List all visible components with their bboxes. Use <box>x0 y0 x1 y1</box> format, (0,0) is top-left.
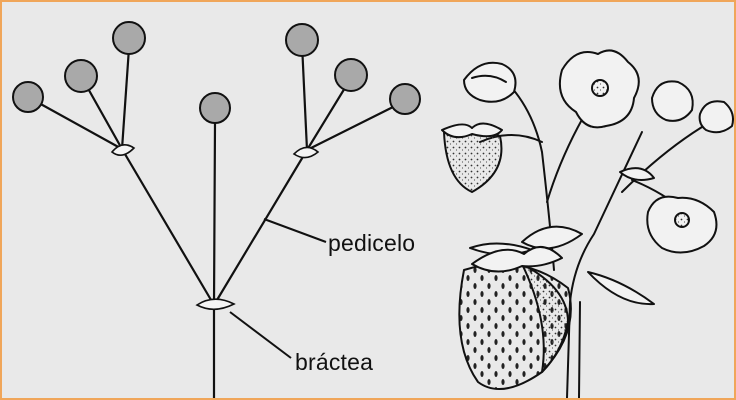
stem <box>622 127 702 192</box>
stem <box>579 302 580 398</box>
flower-bud <box>652 81 693 121</box>
leaf <box>522 227 582 249</box>
primary-ray-left <box>122 149 214 305</box>
pedicelo-leader <box>264 219 326 242</box>
label-bractea: bráctea <box>295 349 373 376</box>
flower-head <box>390 84 420 114</box>
flower-head <box>113 22 145 54</box>
central-pedicel <box>214 122 215 305</box>
open-flower <box>647 197 716 253</box>
pedicel <box>302 44 307 150</box>
leaf <box>588 272 654 304</box>
leaf <box>620 168 654 180</box>
open-flower <box>560 50 639 127</box>
bract <box>294 147 318 157</box>
primary-ray-right <box>214 150 307 305</box>
flower-bud <box>464 63 516 102</box>
flower-head <box>286 24 318 56</box>
bract <box>197 299 234 309</box>
pedicel <box>122 48 129 149</box>
flower-head <box>335 59 367 91</box>
flower-head <box>13 82 43 112</box>
leader-lines <box>230 219 326 358</box>
flower-head <box>200 93 230 123</box>
bractea-leader <box>230 312 291 358</box>
flower-bud <box>700 101 733 132</box>
label-pedicelo: pedicelo <box>328 230 415 257</box>
strawberry-plant <box>442 50 733 398</box>
flower-heads <box>13 22 420 123</box>
flower-head <box>65 60 97 92</box>
